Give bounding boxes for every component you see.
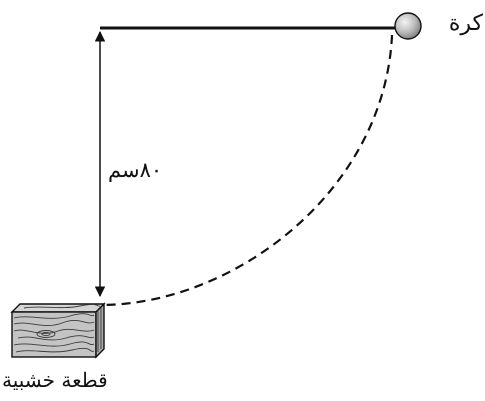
ball-label: كرة [448, 11, 483, 36]
sphere-icon [394, 12, 422, 40]
swing-path [99, 34, 394, 307]
wooden-block-icon [10, 302, 106, 359]
length-label: ٨٠سم [108, 158, 163, 182]
block-label: قطعة خشبية [2, 368, 108, 392]
